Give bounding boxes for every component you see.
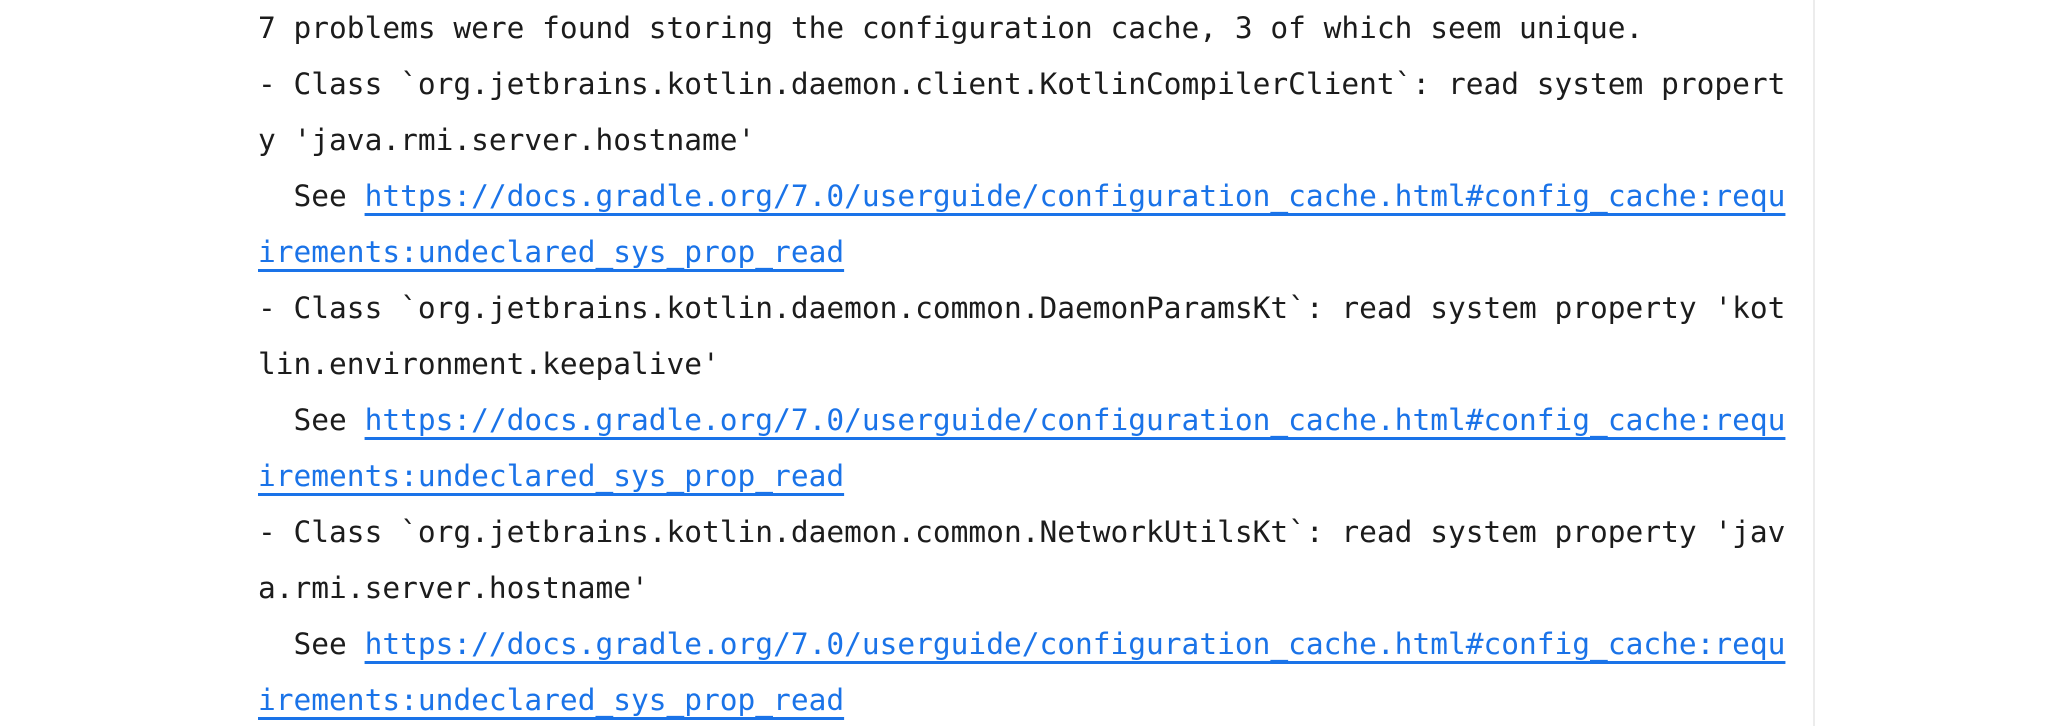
console-text: See xyxy=(258,627,365,661)
console-line: - Class `org.jetbrains.kotlin.daemon.com… xyxy=(258,504,1785,560)
console-line: irements:undeclared_sys_prop_read xyxy=(258,224,1785,280)
console-line: a.rmi.server.hostname' xyxy=(258,560,1785,616)
console-text: - Class `org.jetbrains.kotlin.daemon.com… xyxy=(258,515,1786,549)
gradle-docs-link[interactable]: https://docs.gradle.org/7.0/userguide/co… xyxy=(364,627,1786,661)
console-text: See xyxy=(258,179,365,213)
console-output: 7 problems were found storing the config… xyxy=(258,0,1785,728)
console-line: - Class `org.jetbrains.kotlin.daemon.com… xyxy=(258,280,1785,336)
console-line: See https://docs.gradle.org/7.0/userguid… xyxy=(258,168,1786,224)
console-text: 7 problems were found storing the config… xyxy=(258,11,1644,45)
content-column: 7 problems were found storing the config… xyxy=(258,0,1785,728)
console-line: See https://docs.gradle.org/7.0/userguid… xyxy=(258,392,1786,448)
console-text: lin.environment.keepalive' xyxy=(258,347,720,381)
console-text: y 'java.rmi.server.hostname' xyxy=(258,123,756,157)
gradle-docs-link[interactable]: irements:undeclared_sys_prop_read xyxy=(258,683,845,717)
gradle-docs-link[interactable]: https://docs.gradle.org/7.0/userguide/co… xyxy=(364,403,1786,437)
column-divider xyxy=(1813,0,1815,726)
console-text: - Class `org.jetbrains.kotlin.daemon.com… xyxy=(258,291,1786,325)
gradle-docs-link[interactable]: https://docs.gradle.org/7.0/userguide/co… xyxy=(364,179,1786,213)
console-line: lin.environment.keepalive' xyxy=(258,336,1785,392)
console-line: irements:undeclared_sys_prop_read xyxy=(258,672,1785,728)
console-line: irements:undeclared_sys_prop_read xyxy=(258,448,1785,504)
console-line: See https://docs.gradle.org/7.0/userguid… xyxy=(258,616,1786,672)
gradle-docs-link[interactable]: irements:undeclared_sys_prop_read xyxy=(258,459,845,493)
console-text: - Class `org.jetbrains.kotlin.daemon.cli… xyxy=(258,67,1786,101)
console-line: - Class `org.jetbrains.kotlin.daemon.cli… xyxy=(258,56,1785,112)
console-line: 7 problems were found storing the config… xyxy=(258,0,1785,56)
console-text: See xyxy=(258,403,365,437)
console-line: y 'java.rmi.server.hostname' xyxy=(258,112,1785,168)
gradle-docs-link[interactable]: irements:undeclared_sys_prop_read xyxy=(258,235,845,269)
console-text: a.rmi.server.hostname' xyxy=(258,571,649,605)
